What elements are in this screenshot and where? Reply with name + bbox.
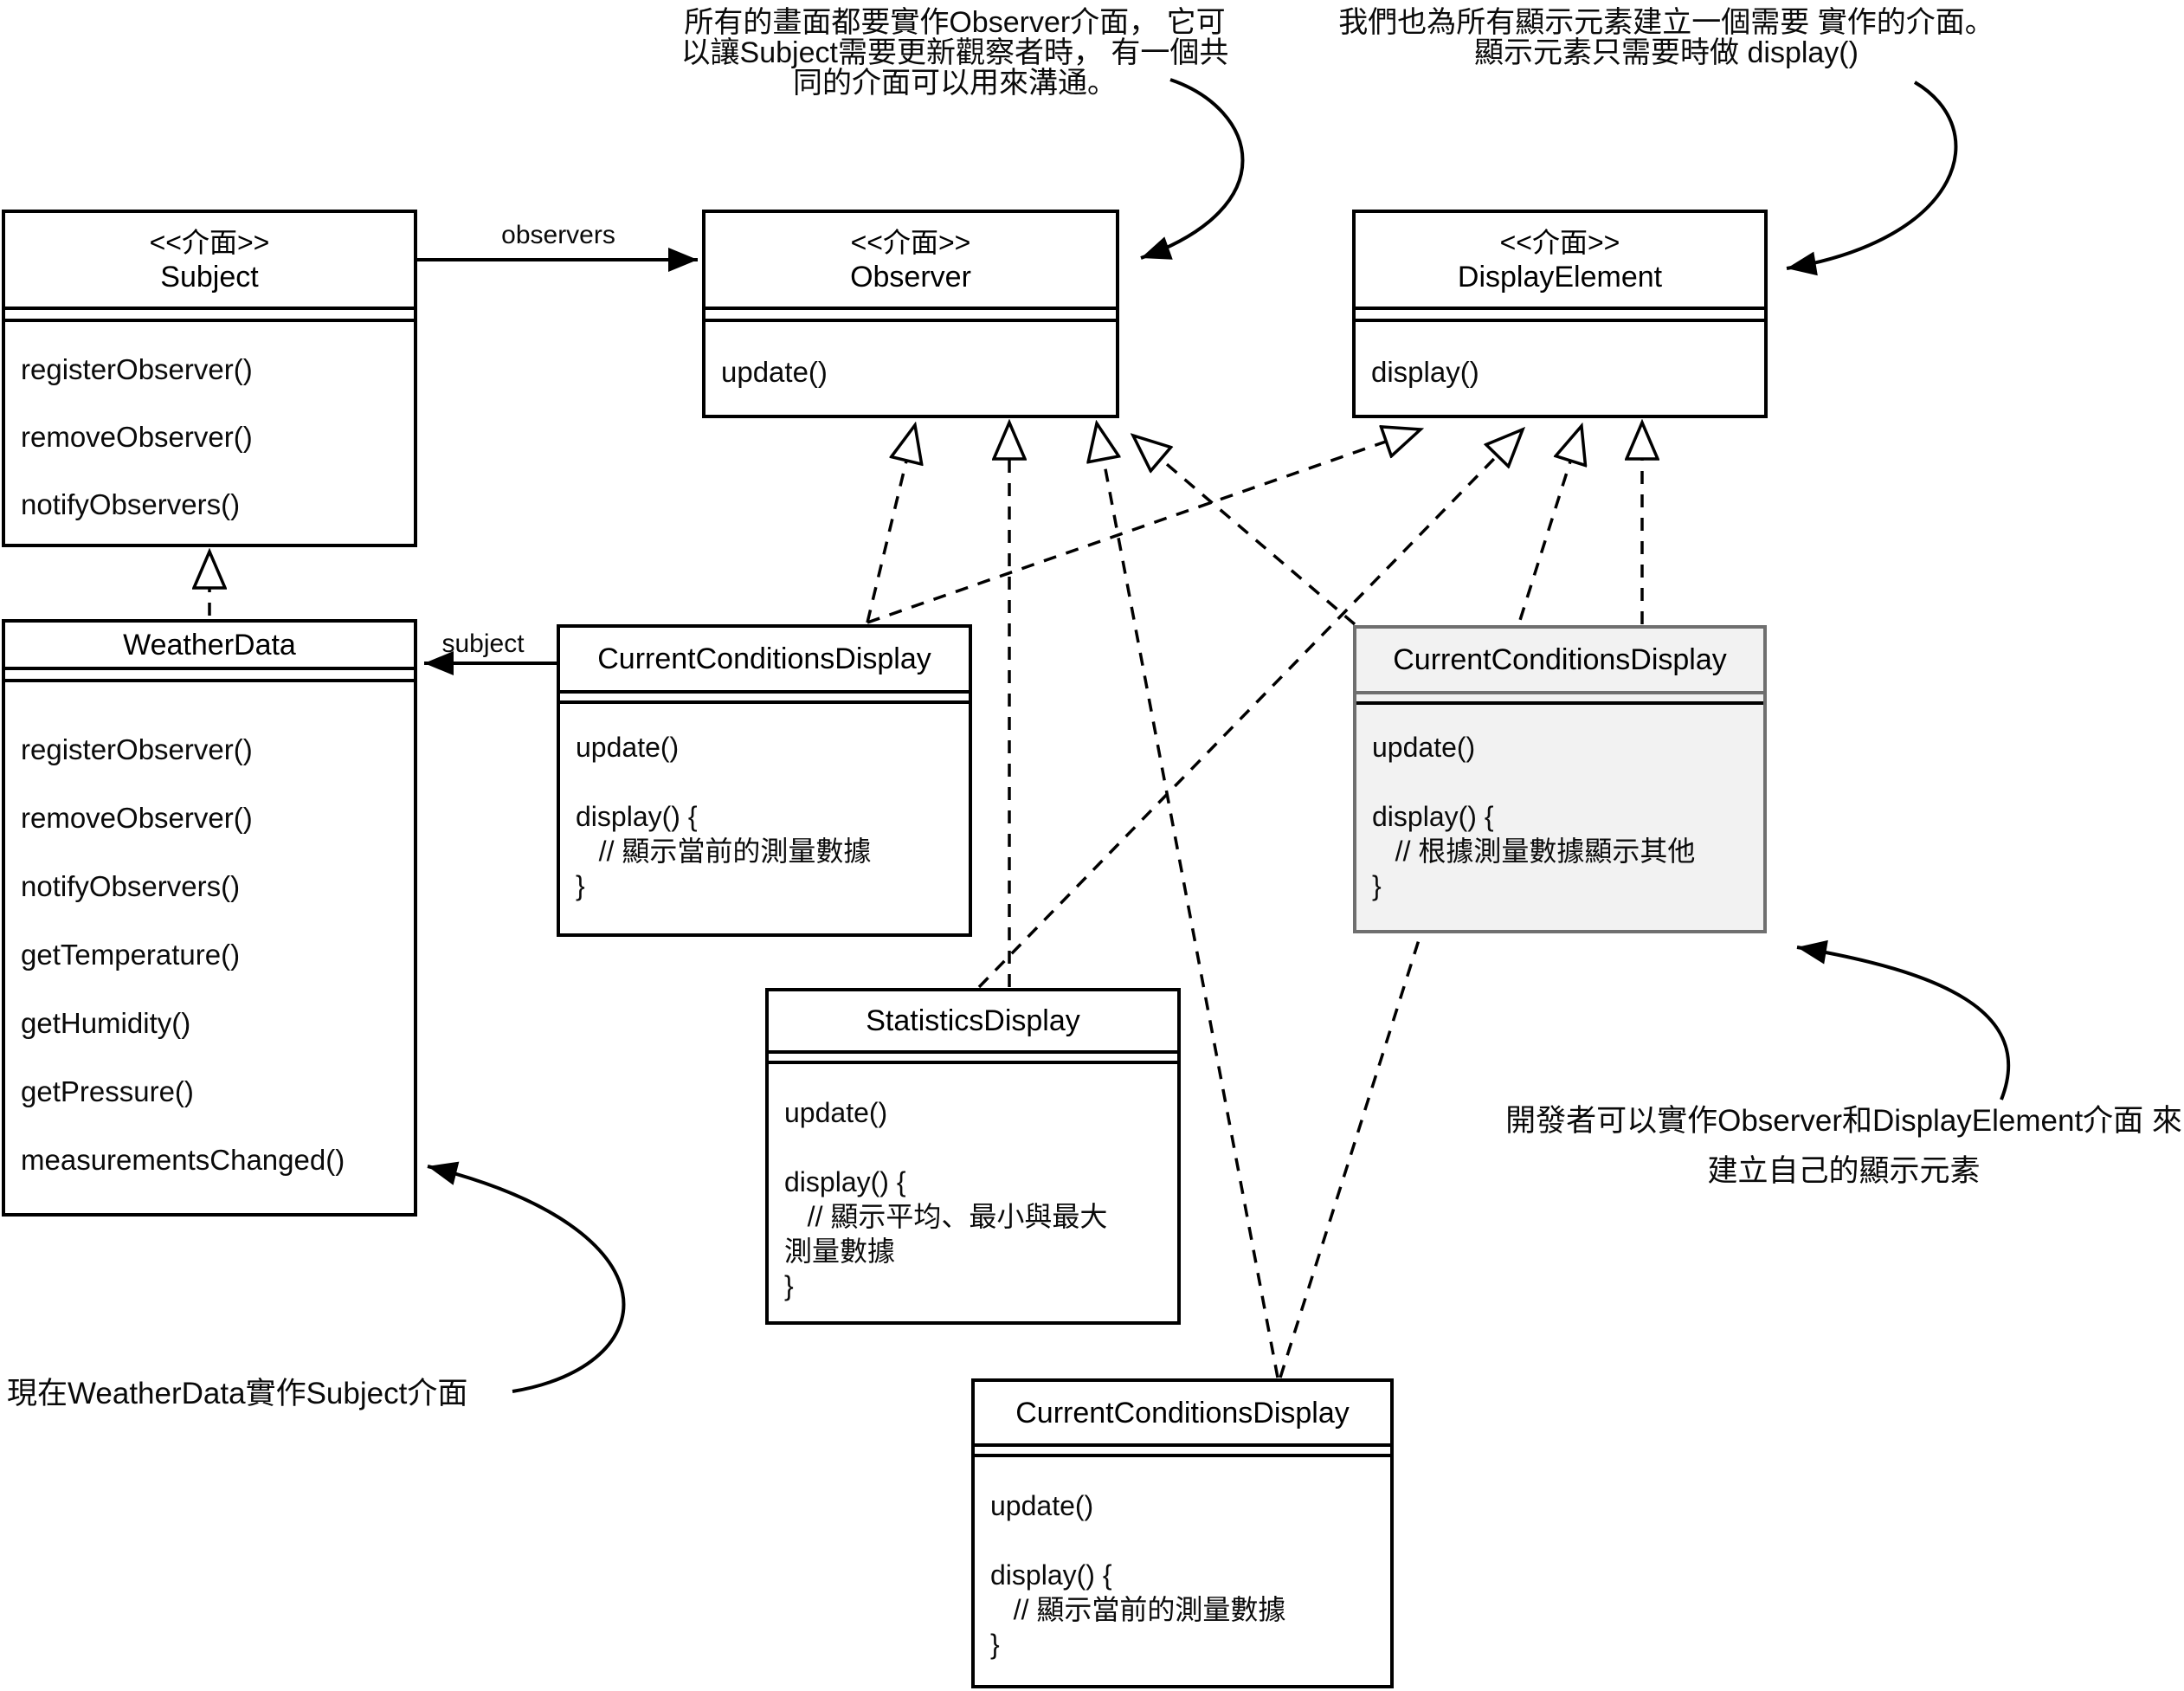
compartment-divider — [5, 670, 414, 682]
class-header: <<介面>> Subject — [5, 213, 414, 310]
class-header: CurrentConditionsDisplay — [975, 1382, 1390, 1447]
realization-ccdleft-displayelement — [867, 429, 1421, 624]
class-name: CurrentConditionsDisplay — [1393, 643, 1727, 676]
class-box-observer: <<介面>> Observer update() — [702, 210, 1119, 418]
realization-ccdgray-observer — [1133, 436, 1356, 626]
compartment-divider — [1356, 694, 1763, 705]
stereotype-label: <<介面>> — [149, 227, 270, 258]
compartment-divider — [705, 310, 1116, 322]
compartment-divider — [975, 1447, 1390, 1457]
class-box-subject: <<介面>> Subject registerObserver() remove… — [2, 210, 417, 547]
note-developer-custom-display: 開發者可以實作Observer和DisplayElement介面 來建立自己的顯… — [1505, 1104, 2182, 1188]
class-name: Observer — [850, 261, 971, 294]
annotation-arrow-observer-note — [1140, 78, 1245, 260]
annotation-arrow-weatherdata-note — [427, 1161, 626, 1393]
realization-stats-displayelement — [977, 429, 1523, 989]
class-header: CurrentConditionsDisplay — [1356, 629, 1763, 694]
class-header: StatisticsDisplay — [769, 991, 1177, 1054]
annotation-arrow-developer-note — [1796, 939, 2011, 1100]
class-name: Subject — [160, 261, 259, 294]
class-name: CurrentConditionsDisplay — [1015, 1396, 1350, 1430]
class-box-weatherdata: WeatherData registerObserver() removeObs… — [2, 619, 417, 1217]
edge-label-subject: subject — [441, 629, 525, 658]
class-box-currentconditionsdisplay-left: CurrentConditionsDisplay update() displa… — [557, 624, 972, 937]
annotation-arrow-display-note — [1786, 81, 1958, 276]
note-weatherdata-implements-subject: 現在WeatherData實作Subject介面 — [7, 1377, 468, 1410]
class-name: StatisticsDisplay — [866, 1004, 1080, 1037]
stereotype-label: <<介面>> — [1499, 227, 1620, 258]
note-observer-interface: 所有的畫面都要實作Observer介面， 它可以讓Subject需要更新觀察者時… — [680, 6, 1229, 100]
method-list: update() display() { // 顯示平均、最小與最大 測量數據 … — [784, 1097, 1108, 1301]
method-list: update() display() { // 顯示當前的測量數據 } — [990, 1490, 1286, 1660]
compartment-divider — [1356, 310, 1764, 322]
class-box-statisticsdisplay: StatisticsDisplay update() display() { /… — [765, 988, 1181, 1325]
class-header: CurrentConditionsDisplay — [560, 628, 969, 694]
class-header: <<介面>> Observer — [705, 213, 1116, 310]
method-list: registerObserver() removeObserver() noti… — [21, 733, 345, 1176]
method-list: update() — [721, 356, 828, 388]
class-box-currentconditionsdisplay-bottom: CurrentConditionsDisplay update() displa… — [971, 1378, 1394, 1688]
stereotype-label: <<介面>> — [850, 227, 971, 258]
method-list: update() display() { // 根據測量數據顯示其他 } — [1372, 732, 1696, 901]
realization-ccdleft-observer — [866, 425, 915, 623]
class-name: DisplayElement — [1457, 261, 1663, 294]
method-list: display() — [1371, 356, 1479, 388]
edge-label-observers: observers — [501, 221, 615, 249]
compartment-divider — [769, 1054, 1177, 1064]
class-box-currentconditionsdisplay-gray: CurrentConditionsDisplay update() displa… — [1353, 625, 1767, 933]
class-header: WeatherData — [5, 623, 414, 670]
note-display-interface: 我們也為所有顯示元素建立一個需要 實作的介面。顯示元素只需要時做 display… — [1338, 6, 1994, 69]
class-name: CurrentConditionsDisplay — [597, 642, 931, 675]
class-name: WeatherData — [123, 628, 296, 662]
compartment-divider — [560, 694, 969, 704]
method-list: update() display() { // 顯示當前的測量數據 } — [576, 732, 872, 901]
class-header: <<介面>> DisplayElement — [1356, 213, 1764, 310]
method-list: registerObserver() removeObserver() noti… — [21, 353, 253, 520]
compartment-divider — [5, 310, 414, 322]
class-box-displayelement: <<介面>> DisplayElement display() — [1352, 210, 1768, 418]
